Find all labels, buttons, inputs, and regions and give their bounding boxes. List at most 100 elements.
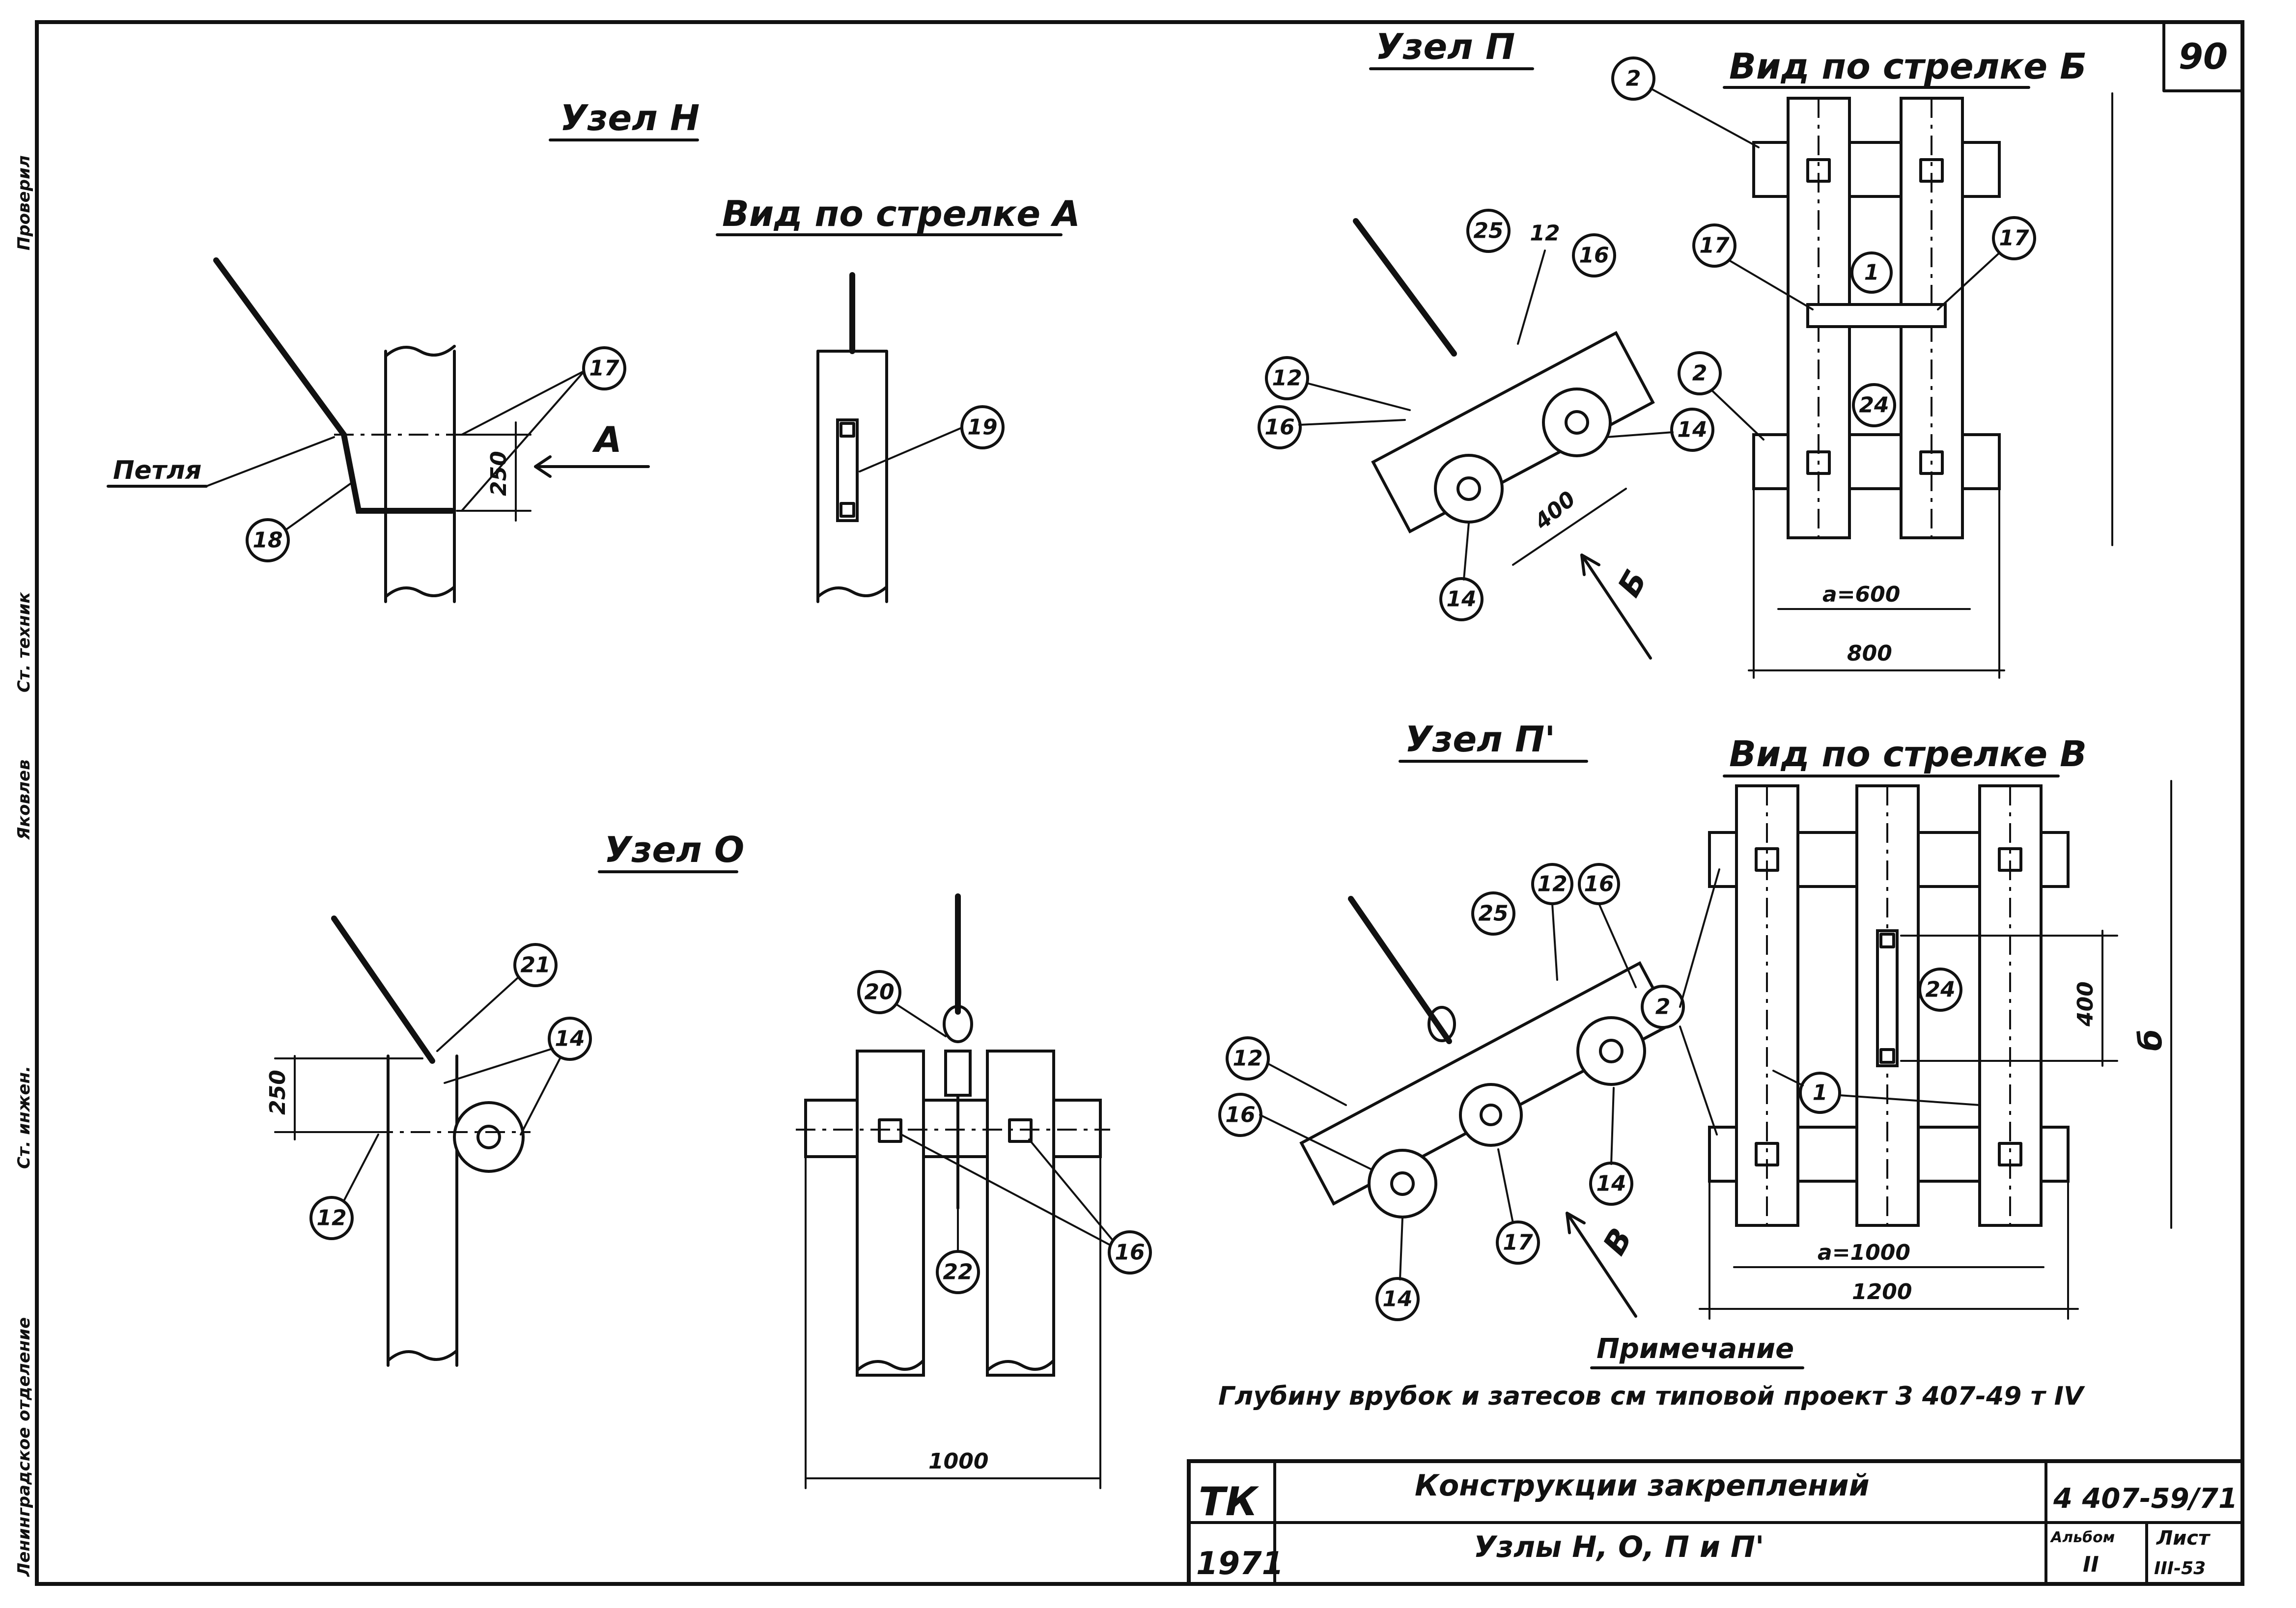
title-block-sheet-label: Лист xyxy=(2156,1527,2211,1550)
view-b-callout-2b xyxy=(1678,351,1722,395)
view-b-2a-leader xyxy=(1650,87,1760,148)
node-o-callout-12-text: 12 xyxy=(316,1206,346,1231)
node-p2-pulley-1 xyxy=(1368,1149,1437,1219)
node-o-title: Узел О xyxy=(604,829,744,870)
side-stamp: Ленинградское отделение Ст. инжен. Ст. т… xyxy=(14,155,34,1577)
view-v-2-leader1 xyxy=(1679,868,1720,1008)
node-o2-pole-left-break xyxy=(856,1359,925,1372)
sheet-number-box xyxy=(2162,21,2244,92)
node-p-callout-25 xyxy=(1466,209,1511,253)
node-n-bracket xyxy=(341,432,455,514)
node-o2-callout-20-text: 20 xyxy=(864,980,894,1005)
node-o2-dim-1000: 1000 xyxy=(928,1449,988,1474)
arrow-v-head xyxy=(1566,1212,1586,1234)
node-o-pole-bottom-break xyxy=(387,1349,458,1362)
node-o-callout-21 xyxy=(513,943,558,987)
node-p-callout-14a-text: 14 xyxy=(1677,417,1707,443)
view-v-title: Вид по стрелке В xyxy=(1729,733,2087,775)
node-p2-16b-leader xyxy=(1259,1114,1372,1170)
side-stamp-name: Яковлев xyxy=(14,759,34,840)
node-o-cable xyxy=(331,915,435,1064)
node-o-21-leader xyxy=(436,976,519,1052)
node-p-callout-25-text: 25 xyxy=(1473,219,1503,244)
node-p2-callout-25-text: 25 xyxy=(1478,901,1508,926)
view-v-1-leader xyxy=(1772,1070,1804,1086)
side-stamp-checked: Проверил xyxy=(14,155,34,250)
node-p2-callout-2 xyxy=(1641,985,1685,1029)
side-stamp-role1: Ст. инжен. xyxy=(14,1066,34,1169)
view-a-19-leader xyxy=(859,426,964,472)
view-b-callout-17b xyxy=(1992,216,2036,260)
node-p2-14b-leader xyxy=(1399,1217,1403,1280)
node-p-dim-400: 400 xyxy=(1530,486,1581,535)
title-block-album-label: Альбом xyxy=(2050,1529,2115,1546)
view-b-callout-17a xyxy=(1692,223,1736,268)
node-p2-callout-25 xyxy=(1471,891,1515,936)
view-b-17b-leader xyxy=(1937,252,2000,310)
node-o2-pole-left xyxy=(856,1050,925,1377)
view-a-callout-19 xyxy=(960,405,1005,449)
node-n-18-leader xyxy=(284,480,355,531)
node-o2-16-leader2 xyxy=(1028,1138,1114,1241)
view-a-bolt-top xyxy=(840,422,855,438)
node-p2-callout-12b-text: 12 xyxy=(1232,1046,1262,1071)
view-b-callout-17b-text: 17 xyxy=(1999,226,2029,251)
title-block-title: Конструкции закреплений xyxy=(1415,1469,1870,1503)
view-b-2b-leader xyxy=(1711,389,1764,441)
node-p-callout-12a: 12 xyxy=(1530,221,1560,246)
view-v-dim-400: 400 xyxy=(2073,981,2098,1027)
view-b-title: Вид по стрелке Б xyxy=(1729,46,2087,87)
node-o2-callout-16 xyxy=(1108,1230,1152,1275)
view-b-cross-plate xyxy=(1806,303,1947,328)
node-o-12-leader xyxy=(343,1134,379,1202)
arrow-a-label: А xyxy=(592,419,622,460)
node-p-pulley-right xyxy=(1542,388,1612,457)
view-v-plate-bolt-bottom xyxy=(1879,1048,1895,1064)
view-a-pole-bottom-break xyxy=(816,585,888,598)
node-p2-12b-leader xyxy=(1266,1062,1347,1106)
view-b-callout-1-text: 1 xyxy=(1864,260,1879,285)
view-b-dim-total: 800 xyxy=(1847,641,1892,666)
node-o-14-leader2 xyxy=(520,1057,561,1136)
arrow-b-label: Б xyxy=(1611,564,1654,603)
node-p-cable xyxy=(1353,218,1457,357)
node-p-callout-12b-text: 12 xyxy=(1272,366,1302,391)
node-o-side-view: 1000 20 22 16 xyxy=(796,893,1152,1489)
view-b-callout-1 xyxy=(1850,251,1893,294)
view-v-callout-24 xyxy=(1918,968,1962,1012)
node-p2-pulley-3-hub xyxy=(1599,1039,1624,1063)
view-b: Вид по стрелке Б a=600 800 2 1 17 xyxy=(1611,46,2113,679)
arrow-v-label: В xyxy=(1596,1222,1640,1261)
node-n-callout-18 xyxy=(246,518,290,562)
node-o2-bolt-right xyxy=(1008,1118,1033,1143)
view-a-callout-19-text: 19 xyxy=(967,415,997,440)
node-p2-17-leader xyxy=(1497,1148,1514,1224)
node-o2-callout-16-text: 16 xyxy=(1115,1240,1145,1265)
side-stamp-role2: Ст. техник xyxy=(14,592,34,693)
node-p-14b-leader xyxy=(1463,522,1470,581)
title-block-year: 1971 xyxy=(1196,1546,1284,1582)
view-v-callout-1 xyxy=(1799,1072,1841,1114)
node-o: Узел О 250 21 14 12 xyxy=(265,829,744,1367)
node-p2-pulley-1-hub xyxy=(1390,1171,1415,1196)
view-v: Вид по стрелке В 400 б a=1000 1200 xyxy=(1679,733,2172,1320)
side-stamp-dept: Ленинградское отделение xyxy=(14,1317,34,1577)
node-p2-14a-leader xyxy=(1610,1087,1615,1165)
view-v-bolt-4 xyxy=(1998,1142,2022,1166)
view-b-bolt-3 xyxy=(1806,450,1831,475)
node-o2-bolt-left xyxy=(878,1118,902,1143)
node-p2-callout-12b xyxy=(1226,1036,1270,1081)
node-p-12b-leader xyxy=(1306,382,1411,411)
view-v-bolt-1 xyxy=(1755,847,1779,872)
node-n-callout-17-text: 17 xyxy=(589,356,619,381)
view-v-bolt-3 xyxy=(1755,1142,1779,1166)
node-n-title: Узел Н xyxy=(560,97,700,139)
arrow-v-line xyxy=(1566,1212,1637,1318)
view-v-plate-bolt-top xyxy=(1879,933,1895,948)
node-p-callout-14a xyxy=(1670,408,1714,452)
node-p2-callout-14b-text: 14 xyxy=(1382,1287,1412,1312)
node-o2-callout-20 xyxy=(857,970,901,1014)
sheet-number: 90 xyxy=(2179,36,2228,77)
node-n-callout-18-text: 18 xyxy=(252,528,282,553)
view-b-callout-24-text: 24 xyxy=(1859,393,1889,418)
